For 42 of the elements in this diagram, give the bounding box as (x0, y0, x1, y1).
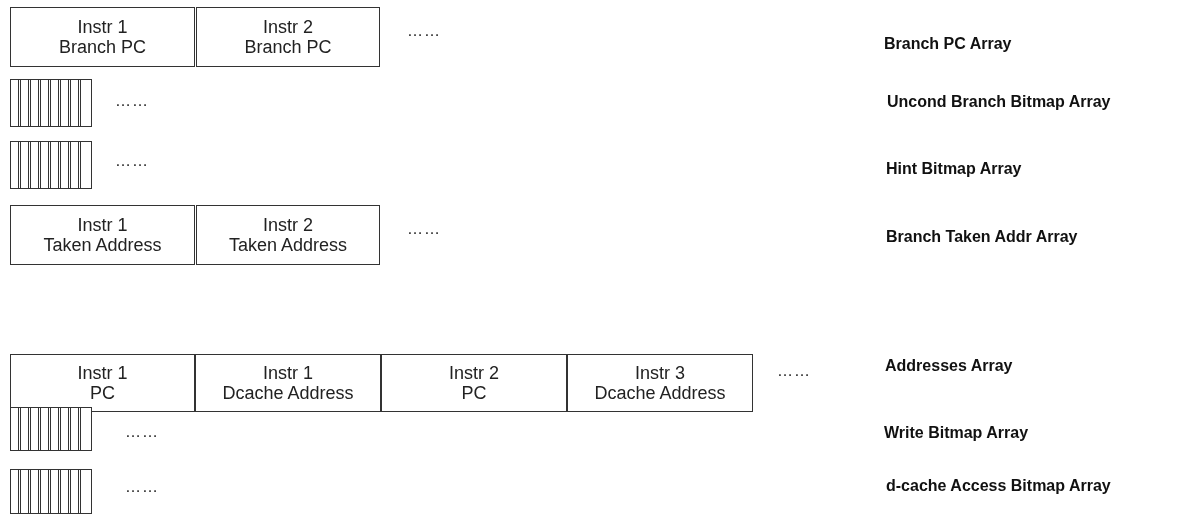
entry-text: Taken Address (43, 235, 162, 255)
array-entry-box (10, 205, 195, 265)
entry-text: PC (461, 383, 487, 403)
array-name: Hint Bitmap Array (886, 160, 1022, 178)
entry-text: Taken Address (228, 235, 348, 255)
ellipsis-mark: …… (115, 152, 149, 170)
array-name: Uncond Branch Bitmap Array (887, 93, 1111, 111)
ellipsis-mark: …… (115, 92, 149, 110)
entry-heading: Instr 1 (77, 363, 128, 383)
array-entry-box (196, 205, 380, 265)
array-entry-box (567, 354, 753, 412)
array-entry-box (195, 354, 381, 412)
entry-heading: Instr 2 (263, 215, 313, 235)
ellipsis-mark: …… (125, 478, 159, 496)
bitmap-strip (10, 141, 92, 189)
entry-heading: Instr 1 (77, 17, 128, 37)
array-name: Branch Taken Addr Array (886, 228, 1078, 246)
entry-heading: Instr 2 (263, 17, 313, 37)
entry-text: Dcache Address (594, 383, 726, 403)
array-name: Write Bitmap Array (884, 424, 1029, 442)
array-entry-box (10, 7, 195, 67)
ellipsis-mark: …… (125, 423, 159, 441)
entry-text: Dcache Address (222, 383, 354, 403)
bitmap-strip (10, 407, 92, 451)
entry-text: PC (90, 383, 115, 403)
entry-heading: Instr 3 (635, 363, 685, 383)
ellipsis-mark: …… (407, 220, 441, 238)
bitmap-strip (10, 79, 92, 127)
array-name: d-cache Access Bitmap Array (886, 477, 1111, 495)
ellipsis-mark: …… (777, 362, 811, 380)
array-name: Branch PC Array (884, 35, 1012, 53)
array-entry-box (10, 354, 195, 412)
entry-heading: Instr 2 (449, 363, 499, 383)
entry-text: Branch PC (58, 37, 146, 57)
entry-text: Branch PC (244, 37, 332, 57)
bitmap-strip (10, 469, 92, 514)
ellipsis-mark: …… (407, 22, 441, 40)
entry-heading: Instr 1 (77, 215, 128, 235)
array-name: Addresses Array (885, 357, 1013, 375)
entry-heading: Instr 1 (263, 363, 313, 383)
array-entry-box (196, 7, 380, 67)
array-entry-box (381, 354, 567, 412)
